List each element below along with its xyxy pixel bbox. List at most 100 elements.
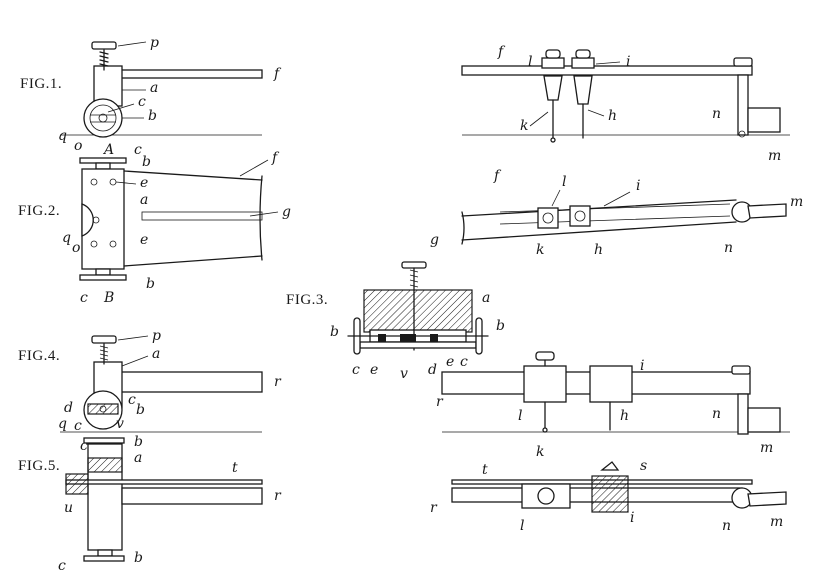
right1-label-k: k [520,118,528,134]
fig1-arm-f [119,69,263,79]
fig4-label-q: q [58,416,67,432]
right4-label-s: s [640,458,647,474]
right3-label-h: h [620,408,629,424]
fig5-label-r: r [274,488,282,504]
fig2-label-a: a [140,192,148,208]
right4-carrier-i [591,475,629,513]
right-view-3: i r l k h n m [436,351,790,460]
fig3-label-c-right: c [460,354,468,370]
fig3-title: FIG.3. [286,292,328,308]
right1-post-n [737,74,749,136]
figure-5: FIG.5. c b a t r u c b [18,434,282,574]
fig2-top-wheel-b [79,157,127,164]
fig4-label-p: p [152,328,161,344]
right4-handle-m [747,491,787,507]
right2-carrier-h [569,205,591,227]
fig5-label-b-bottom: b [134,550,143,566]
fig2-label-e-bottom: e [140,232,148,248]
fig4-arm-r [119,371,263,393]
fig5-part-u [65,473,89,495]
fig2-label-o: o [72,240,80,256]
right2-label-k: k [536,242,544,258]
right4-label-r: r [430,500,438,516]
fig1-label-q: q [58,128,67,144]
fig2-label-c-top: c [134,142,142,158]
fig5-title: FIG.5. [18,458,60,474]
right-view-1: f l i k h n m [461,44,790,164]
figure-3: FIG.3. a b b c e v d e c [286,261,505,382]
fig4-label-c: c [128,392,136,408]
fig1-label-c: c [138,94,146,110]
right4-label-n: n [722,518,731,534]
fig4-label-r: r [274,374,282,390]
fig2-label-c-bottom: c [80,290,88,306]
right1-label-i: i [626,54,630,70]
fig5-label-c-bottom: c [58,558,66,574]
fig2-label-e-top: e [140,175,148,191]
right3-carrier-i [589,365,633,403]
fig1-label-b: b [148,108,157,124]
fig2-label-B: B [103,290,114,306]
right1-label-n: n [712,106,721,122]
fig1-label-o: o [74,138,82,154]
right3-label-n: n [712,406,721,422]
fig5-label-c-top: c [80,438,88,454]
fig4-title: FIG.4. [18,348,60,364]
fig5-bar-t [65,479,263,485]
fig3-label-b-right: b [496,318,505,334]
fig4-thumb-screw-p [91,335,117,344]
fig5-label-b-top: b [134,434,143,450]
fig2-label-g: g [282,204,291,220]
right1-wheel-m [747,107,781,133]
fig2-label-q: q [62,230,71,246]
fig3-label-a: a [482,290,490,306]
fig2-bottom-wheel-b [79,274,127,281]
fig1-label-f: f [273,66,282,82]
fig4-label-d: d [64,400,73,416]
right2-label-m: m [790,194,803,210]
right3-label-r: r [436,394,444,410]
right1-label-l: l [528,54,532,70]
right-view-4: t s r l i n m [430,458,787,534]
right3-label-m: m [760,440,773,456]
right2-label-h: h [594,242,603,258]
fig3-label-e-right: e [446,354,454,370]
figure-1: FIG.1. p f a c b q o [20,35,282,154]
right2-arm-f [461,199,737,241]
fig2-slot-g [141,211,263,221]
right4-label-m: m [770,514,783,530]
fig1-label-a: a [150,80,158,96]
fig4-label-a: a [152,346,160,362]
right2-label-n: n [724,240,733,256]
right1-label-f: f [497,44,506,60]
fig5-label-t: t [232,460,238,476]
fig2-label-b-bottom: b [146,276,155,292]
figure-2: FIG.2. A c b e a f g e q o c B b [18,142,291,306]
right1-pen-h [573,75,593,105]
right3-post-n [737,393,749,435]
right4-label-l: l [520,518,524,534]
right1-label-h: h [608,108,617,124]
fig3-label-e-left: e [370,362,378,378]
right2-label-f: f [493,168,502,184]
fig2-arm-f [123,170,263,267]
right3-label-l: l [518,408,522,424]
right3-wheel-m [747,407,781,433]
fig2-label-A: A [102,142,114,158]
right4-label-i: i [630,510,634,526]
right2-label-l: l [562,174,566,190]
right2-label-g: g [430,232,439,248]
fig2-label-b-top: b [142,154,151,170]
fig5-label-a: a [134,450,142,466]
fig4-label-b: b [136,402,145,418]
figure-4: FIG.4. p a r c b d q c v [18,328,282,434]
right2-carrier-k [537,207,559,229]
right3-label-i: i [640,358,644,374]
fig4-label-v: v [116,416,124,432]
right2-label-i: i [636,178,640,194]
fig3-label-d: d [428,362,437,378]
right3-label-k: k [536,444,544,460]
fig2-label-f: f [271,150,280,166]
fig1-label-p: p [150,35,159,51]
